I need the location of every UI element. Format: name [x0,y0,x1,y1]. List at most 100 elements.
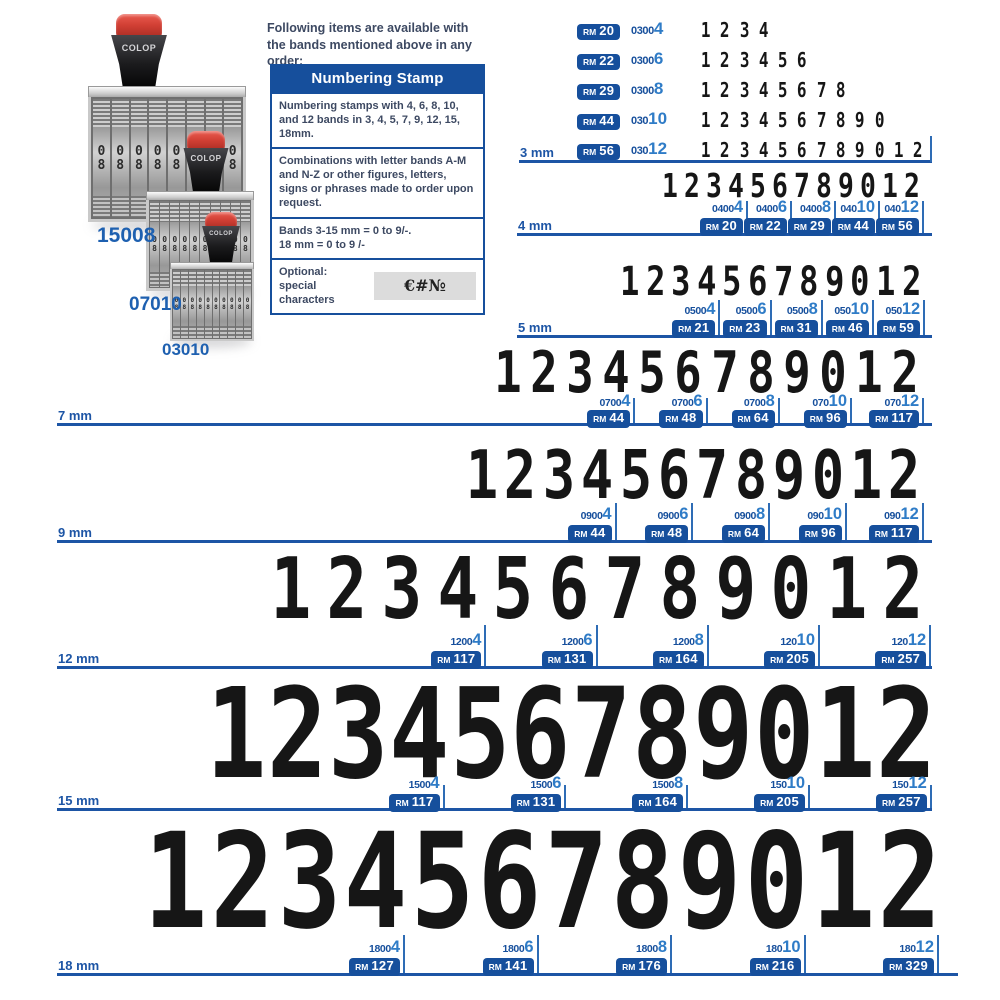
price-value: 59 [899,320,915,335]
section-baseline [57,808,932,811]
price-value: 164 [654,794,678,809]
product-code: 18006 [368,939,534,956]
product-code: 03006 [631,49,663,69]
band-count-marker-line [633,398,636,423]
marker-code-line: 12006 [427,631,593,649]
product-code-prefix: 0900 [734,510,756,522]
stamp-handle: COLOP [111,35,167,88]
band-count-marker-line [922,201,924,233]
product-code-prefix: 090 [884,510,901,522]
stamp-handle: COLOP [202,226,240,263]
band-count-marker-line [536,935,539,973]
product-code-prefix: 1500 [530,779,553,791]
band-count-marker-line [718,300,721,335]
band-digit: 8 [182,243,188,253]
stamp-digit: 7 [571,662,632,807]
marker-code-line: 15004 [274,774,440,792]
stamp-digit: 2 [877,805,942,959]
band-digit: 8 [214,303,218,311]
stamp-digit: 1 [143,805,208,959]
currency-label: RM [875,414,889,424]
stamp-digit: 1 [700,18,711,42]
currency-label: RM [583,117,597,127]
marker-code-line: 07010 [681,393,847,410]
band-row-code: 03012 [631,139,667,159]
price-value: 29 [809,218,825,233]
band-count: 4 [430,774,440,792]
stamp-digit: 5 [778,108,788,132]
digit-row: 123456789012 [462,442,923,509]
currency-label: RM [874,529,888,539]
stamp-digit: 3 [739,18,750,42]
price-value: 64 [753,410,769,425]
currency-label: RM [678,324,692,334]
band-count: 12 [915,938,934,956]
stamp-digit: 8 [659,540,701,639]
stamp-digit: 5 [410,805,475,959]
price-value: 48 [667,525,683,540]
stamp-digit: 2 [684,166,700,205]
band-count: 4 [472,631,482,649]
stamp-digit: 3 [739,78,750,102]
band-count-marker-line [808,785,810,808]
stamp-digit: 4 [758,108,769,132]
stamp-digit: 9 [838,166,854,205]
product-code-prefix: 0500 [735,305,758,317]
stamp-digit: 1 [876,259,896,305]
stamp-digit: 0 [874,138,885,162]
band-count-marker-line [872,300,874,335]
band-count-marker-line [706,625,709,666]
band-count: 10 [782,938,801,956]
marker-code-line: 18006 [368,939,534,956]
marker-code-line: 09012 [753,506,919,523]
price-value: 23 [745,320,761,335]
currency-label: RM [574,529,588,539]
stamp-digit: 7 [710,340,739,406]
band-digit: 0 [162,234,168,244]
stamp-digit: 5 [778,78,788,102]
currency-label: RM [793,222,807,232]
band-count: 12 [901,300,921,318]
product-code: 07012 [753,393,920,410]
stamp-digit: 8 [610,805,675,959]
product-code: 12010 [649,632,815,649]
band-count-marker-line [686,785,689,808]
currency-label: RM [760,798,774,808]
band-count: 6 [583,631,593,649]
band-digit: 0 [190,296,195,304]
product-code: 09004 [446,506,612,523]
band-digit: 8 [190,303,195,311]
price-value: 117 [890,525,913,540]
stamp-digit: 9 [693,662,754,807]
marker-code-line: 18010 [635,938,801,956]
size-label: 18 mm [58,958,100,973]
product-code: 05012 [754,300,921,318]
band-digit: 8 [222,303,226,311]
stamp-digit: 4 [437,540,479,639]
stamp-digit: 9 [677,805,742,959]
stamp-digit: 2 [266,662,328,807]
